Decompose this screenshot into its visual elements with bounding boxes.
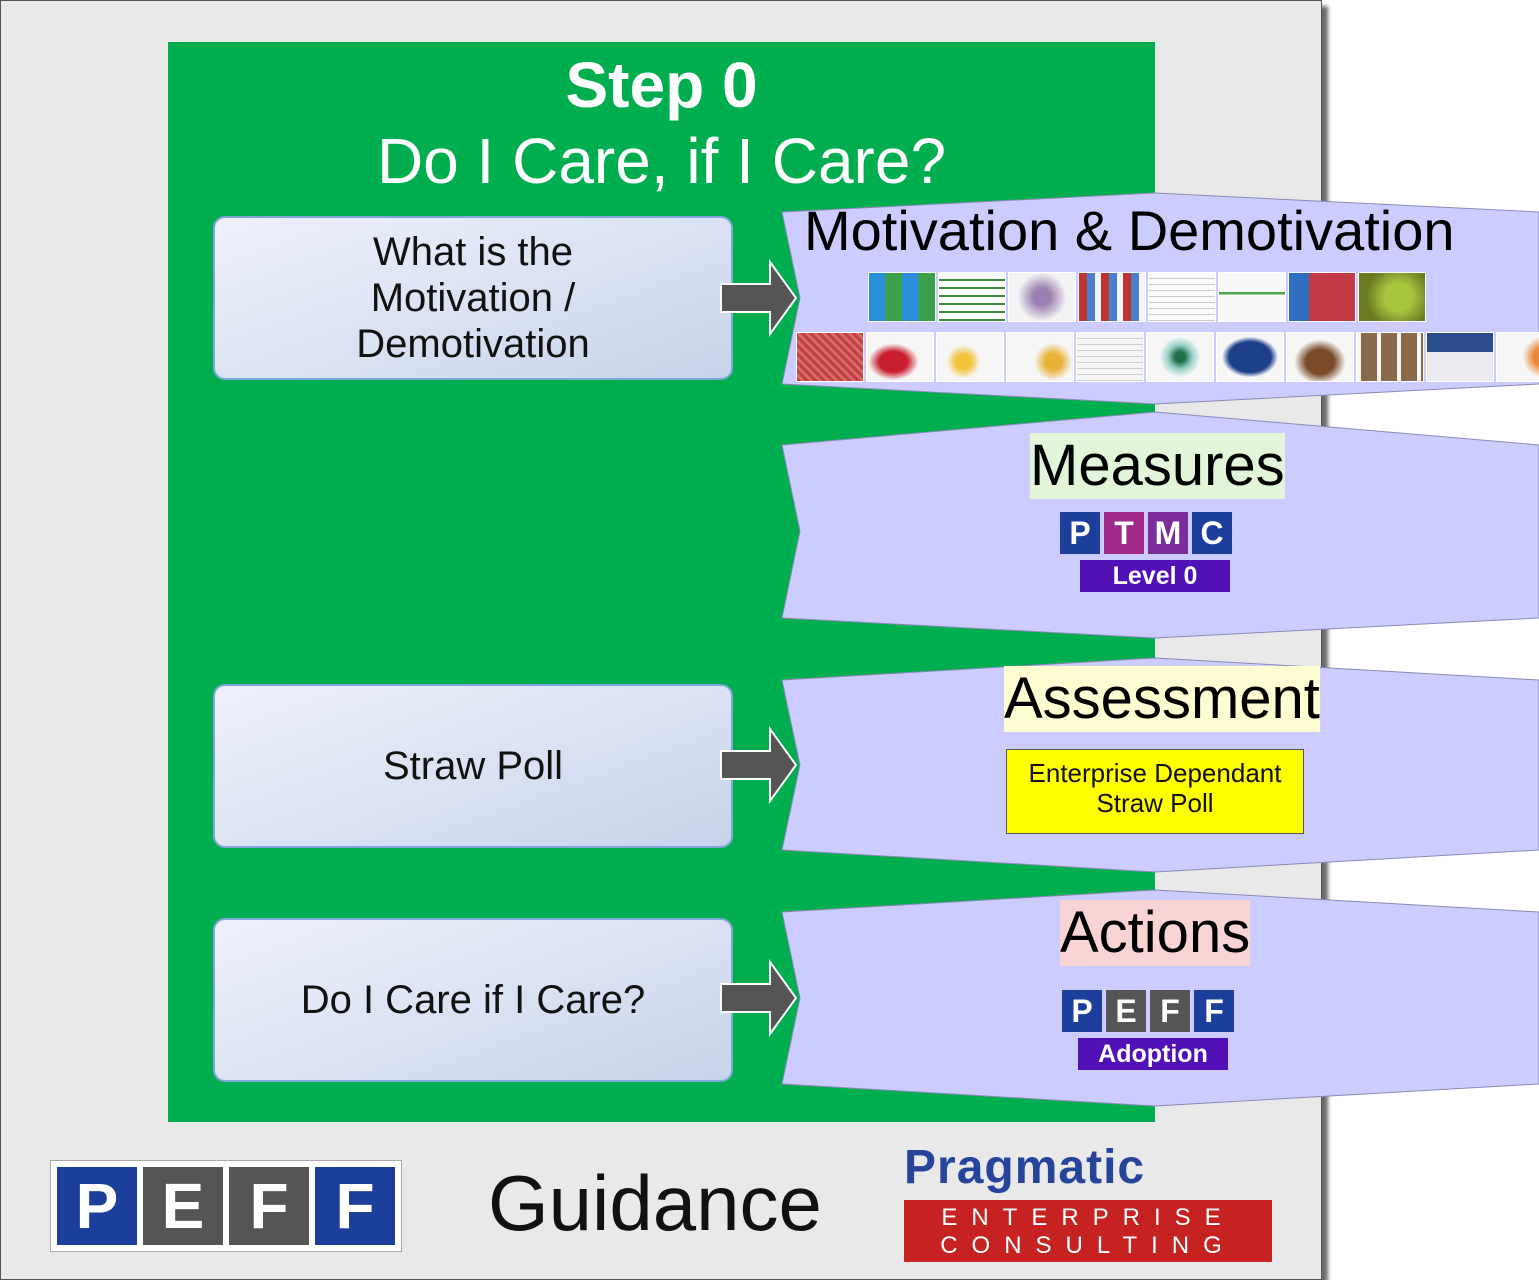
do-i-care-box-label: Do I Care if I Care? bbox=[300, 978, 646, 1022]
assessment-note: Enterprise Dependant Straw Poll bbox=[1006, 749, 1304, 834]
do-i-care-box: Do I Care if I Care? bbox=[213, 918, 733, 1082]
actions-heading: Actions bbox=[1060, 900, 1251, 966]
straw-poll-box: Straw Poll bbox=[213, 684, 733, 848]
slide-thumbnail bbox=[1426, 332, 1494, 382]
slide-thumbnail bbox=[1286, 332, 1354, 382]
slide-thumbnail bbox=[1008, 272, 1076, 322]
peff-logo: P E F F bbox=[50, 1160, 402, 1252]
peff-logo-letter: E bbox=[1106, 990, 1146, 1032]
peff-logo-letter: F bbox=[1150, 990, 1190, 1032]
slide-thumbnail bbox=[1496, 332, 1539, 382]
assessment-note-line-2: Straw Poll bbox=[1096, 788, 1214, 818]
assessment-note-line-1: Enterprise Dependant bbox=[1028, 758, 1282, 788]
level-badge: Level 0 bbox=[1080, 560, 1230, 592]
slide-thumbnail bbox=[1078, 272, 1146, 322]
guidance-label: Guidance bbox=[488, 1159, 822, 1247]
peff-logo-letter: F bbox=[1194, 990, 1234, 1032]
slide-thumbnail bbox=[796, 332, 864, 382]
pragmatic-logo-title: Pragmatic bbox=[904, 1141, 1146, 1194]
slide-thumbnail bbox=[936, 332, 1004, 382]
pragmatic-logo-tagline: ENTERPRISE CONSULTING bbox=[904, 1200, 1272, 1262]
ptmc-logo-letter: C bbox=[1192, 512, 1232, 554]
ptmc-logo-letter: T bbox=[1104, 512, 1144, 554]
slide-thumbnail bbox=[1006, 332, 1074, 382]
slide-thumbnail bbox=[1216, 332, 1284, 382]
motivation-thumbnails-row-2 bbox=[796, 332, 1539, 382]
peff-logo-letter: P bbox=[57, 1167, 137, 1245]
motivation-thumbnails-row-1 bbox=[868, 272, 1426, 322]
step-title: Step 0 bbox=[565, 49, 758, 121]
slide-thumbnail bbox=[1218, 272, 1286, 322]
slide-thumbnail bbox=[1356, 332, 1424, 382]
peff-logo-letter: P bbox=[1062, 990, 1102, 1032]
assessment-heading: Assessment bbox=[1004, 666, 1320, 732]
slide-thumbnail bbox=[1146, 332, 1214, 382]
peff-logo-letter: F bbox=[229, 1167, 309, 1245]
slide-thumbnail bbox=[1148, 272, 1216, 322]
motivation-heading: Motivation & Demotivation bbox=[804, 199, 1455, 262]
motivation-box: What is the Motivation / Demotivation bbox=[213, 216, 733, 380]
peff-logo-letter: E bbox=[143, 1167, 223, 1245]
straw-poll-box-label: Straw Poll bbox=[382, 744, 564, 788]
slide-thumbnail bbox=[1076, 332, 1144, 382]
motivation-box-label: What is the Motivation / Demotivation bbox=[356, 230, 590, 366]
adoption-badge: Adoption bbox=[1078, 1038, 1228, 1070]
ptmc-logo-letter: M bbox=[1148, 512, 1188, 554]
measures-heading: Measures bbox=[1030, 433, 1285, 499]
ptmc-logo-letter: P bbox=[1060, 512, 1100, 554]
step-subtitle: Do I Care, if I Care? bbox=[376, 125, 947, 197]
slide-thumbnail bbox=[866, 332, 934, 382]
slide-thumbnail bbox=[1358, 272, 1426, 322]
peff-small-logo: P E F F bbox=[1062, 990, 1234, 1032]
slide-thumbnail bbox=[868, 272, 936, 322]
peff-logo-letter: F bbox=[315, 1167, 395, 1245]
slide-thumbnail bbox=[1288, 272, 1356, 322]
slide-thumbnail bbox=[938, 272, 1006, 322]
ptmc-logo: P T M C bbox=[1060, 512, 1232, 554]
